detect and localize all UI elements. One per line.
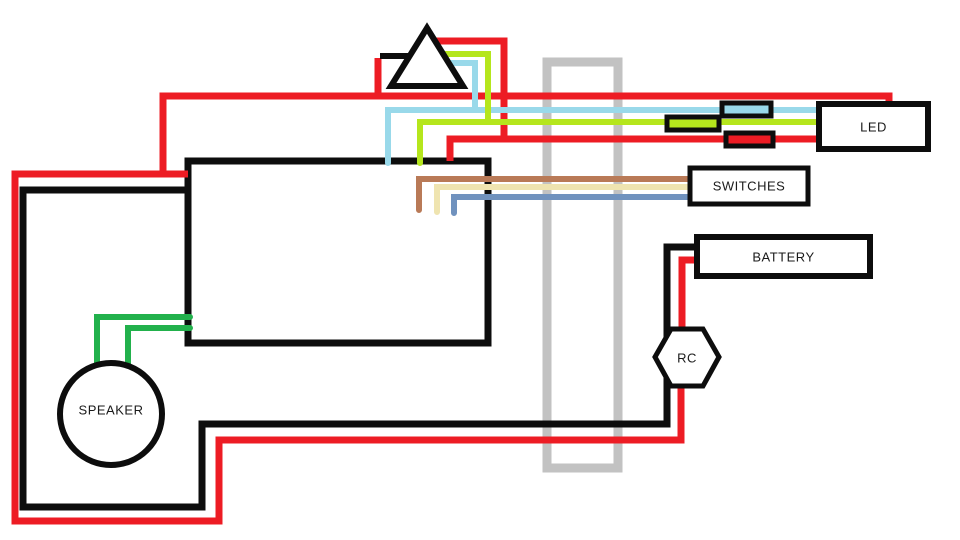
led-label: LED xyxy=(860,119,887,134)
red-main-loop-wire xyxy=(11,170,685,525)
speaker xyxy=(57,360,165,468)
rc xyxy=(652,326,722,389)
battery-label: BATTERY xyxy=(752,249,815,264)
resistor-green xyxy=(664,114,722,133)
switches xyxy=(687,165,811,207)
green-speaker-wire-2-wire xyxy=(125,325,193,372)
slate-switch-wire-wire xyxy=(451,194,693,216)
battery xyxy=(694,234,873,279)
green-speaker-wire-1-wire xyxy=(94,314,193,369)
brown-switch-wire-wire xyxy=(416,176,693,213)
resistor-blue xyxy=(719,100,774,119)
chartreuse-triangle-branch-wire xyxy=(437,51,491,125)
red-board-to-led-wire xyxy=(446,135,822,161)
speaker-label: SPEAKER xyxy=(78,402,144,418)
resistor-red xyxy=(723,130,776,149)
red-battery-to-rc-wire xyxy=(678,256,697,334)
lightblue-main-wire xyxy=(385,107,825,166)
conduit xyxy=(542,57,623,473)
black-ground-loop-wire xyxy=(19,186,697,511)
rc-label: RC xyxy=(677,350,697,365)
led xyxy=(816,101,931,152)
switches-label: SWITCHES xyxy=(712,178,786,194)
red-triangle-branch-wire xyxy=(436,37,508,139)
lightblue-triangle-branch-wire xyxy=(443,60,478,113)
cream-switch-wire-wire xyxy=(434,184,693,215)
triangle xyxy=(385,22,469,89)
